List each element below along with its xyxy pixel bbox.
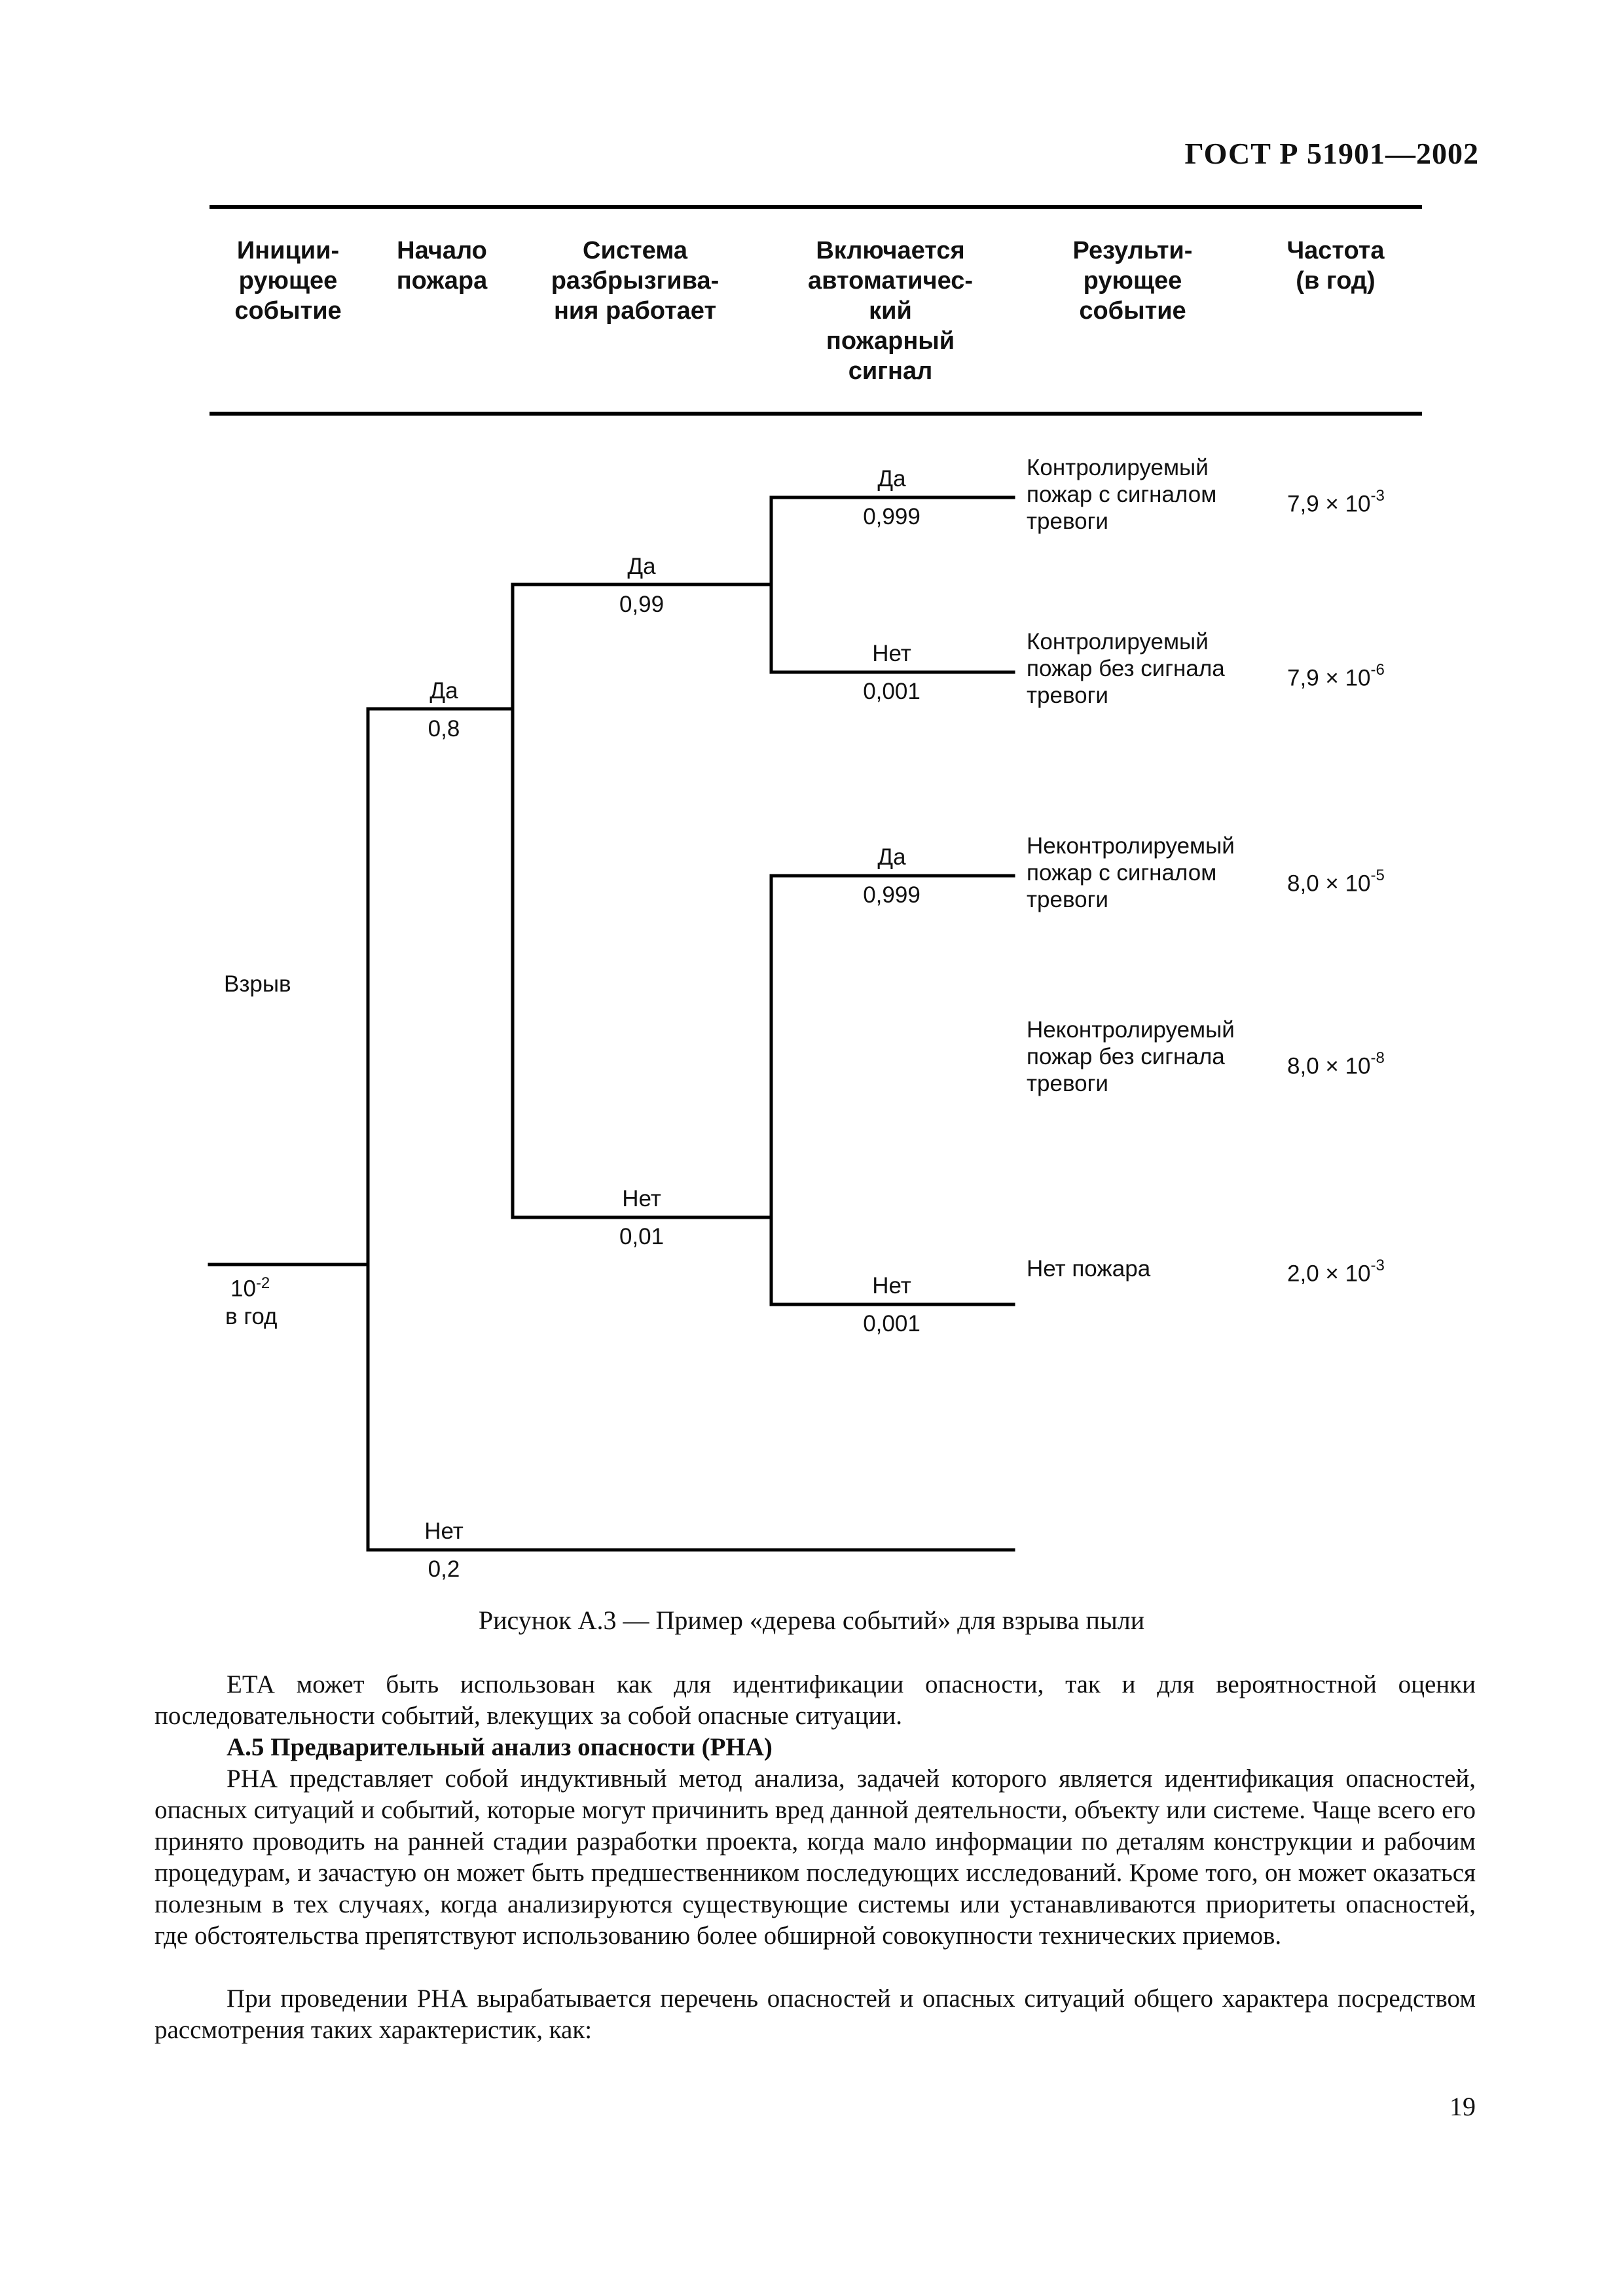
initial-frequency: 10-2 в год bbox=[225, 1270, 277, 1331]
outcome-text: Нет пожара bbox=[1027, 1256, 1151, 1282]
section-title: А.5 Предварительный анализ опасности (РН… bbox=[227, 1733, 773, 1761]
outcome-frequency: 7,9 × 10-6 bbox=[1287, 661, 1385, 691]
col-result: Результи- рующее событие bbox=[1072, 237, 1193, 325]
alarm1-yes-prob: 0,999 bbox=[863, 504, 921, 529]
initial-freq-base: 10 bbox=[230, 1276, 256, 1302]
document-id: ГОСТ Р 51901—2002 bbox=[1184, 137, 1479, 170]
initial-freq-exp: -2 bbox=[255, 1274, 270, 1292]
alarm2-no-prob: 0,001 bbox=[863, 1311, 921, 1336]
alarm1-no-label: Нет bbox=[872, 641, 911, 666]
outcome-text: Контролируемый пожар с сигналом тревоги bbox=[1027, 455, 1217, 534]
initial-freq-unit: в год bbox=[225, 1303, 278, 1329]
paragraph-pha: РНА представляет собой индуктивный метод… bbox=[155, 1765, 1476, 1950]
fire-yes-label: Да bbox=[429, 678, 458, 704]
outcome-frequency: 2,0 × 10-3 bbox=[1287, 1257, 1385, 1287]
sprinkler-yes-prob: 0,99 bbox=[619, 592, 665, 617]
alarm2-no-label: Нет bbox=[872, 1273, 911, 1299]
paragraph-eta: ЕТА может быть использован как для идент… bbox=[155, 1670, 1476, 1730]
alarm2-yes-prob: 0,999 bbox=[863, 882, 921, 908]
alarm1-yes-label: Да bbox=[877, 466, 906, 492]
fire-yes-prob: 0,8 bbox=[428, 716, 460, 742]
outcome-frequency: 7,9 × 10-3 bbox=[1287, 487, 1385, 517]
alarm2-yes-label: Да bbox=[877, 844, 906, 870]
col-fire-start: Начало пожара bbox=[396, 237, 488, 295]
sprinkler-yes-label: Да bbox=[627, 554, 656, 579]
outcome-frequency: 8,0 × 10-5 bbox=[1287, 867, 1385, 897]
outcome-text: Неконтролируемый пожар без сигнала трево… bbox=[1027, 1017, 1235, 1096]
sprinkler-no-label: Нет bbox=[622, 1186, 661, 1211]
header-bottom-rule bbox=[210, 412, 1422, 416]
alarm1-no-prob: 0,001 bbox=[863, 679, 921, 704]
col-frequency: Частота (в год) bbox=[1286, 237, 1385, 295]
outcome-text: Неконтролируемый пожар с сигналом тревог… bbox=[1027, 833, 1235, 912]
paragraph-pha-list-intro: При проведении РНА вырабатывается перече… bbox=[155, 1984, 1476, 2044]
sprinkler-no-prob: 0,01 bbox=[619, 1224, 665, 1249]
col-sprinkler: Система разбрызгива- ния работает bbox=[551, 237, 720, 325]
outcome-frequency: 8,0 × 10-8 bbox=[1287, 1049, 1385, 1079]
outcome-text: Контролируемый пожар без сигнала тревоги bbox=[1027, 629, 1225, 708]
fire-no-label: Нет bbox=[424, 1518, 464, 1544]
page-number: 19 bbox=[1450, 2092, 1476, 2121]
figure-caption: Рисунок А.3 — Пример «дерева событий» дл… bbox=[478, 1605, 1145, 1635]
col-alarm: Включается автоматичес- кий пожарный сиг… bbox=[807, 237, 973, 385]
top-rule bbox=[210, 205, 1422, 209]
event-tree-diagram bbox=[208, 495, 1015, 1552]
col-initiating-event: Иниции- рующее событие bbox=[234, 237, 342, 325]
initial-event-label: Взрыв bbox=[224, 971, 291, 997]
fire-no-prob: 0,2 bbox=[428, 1556, 460, 1582]
